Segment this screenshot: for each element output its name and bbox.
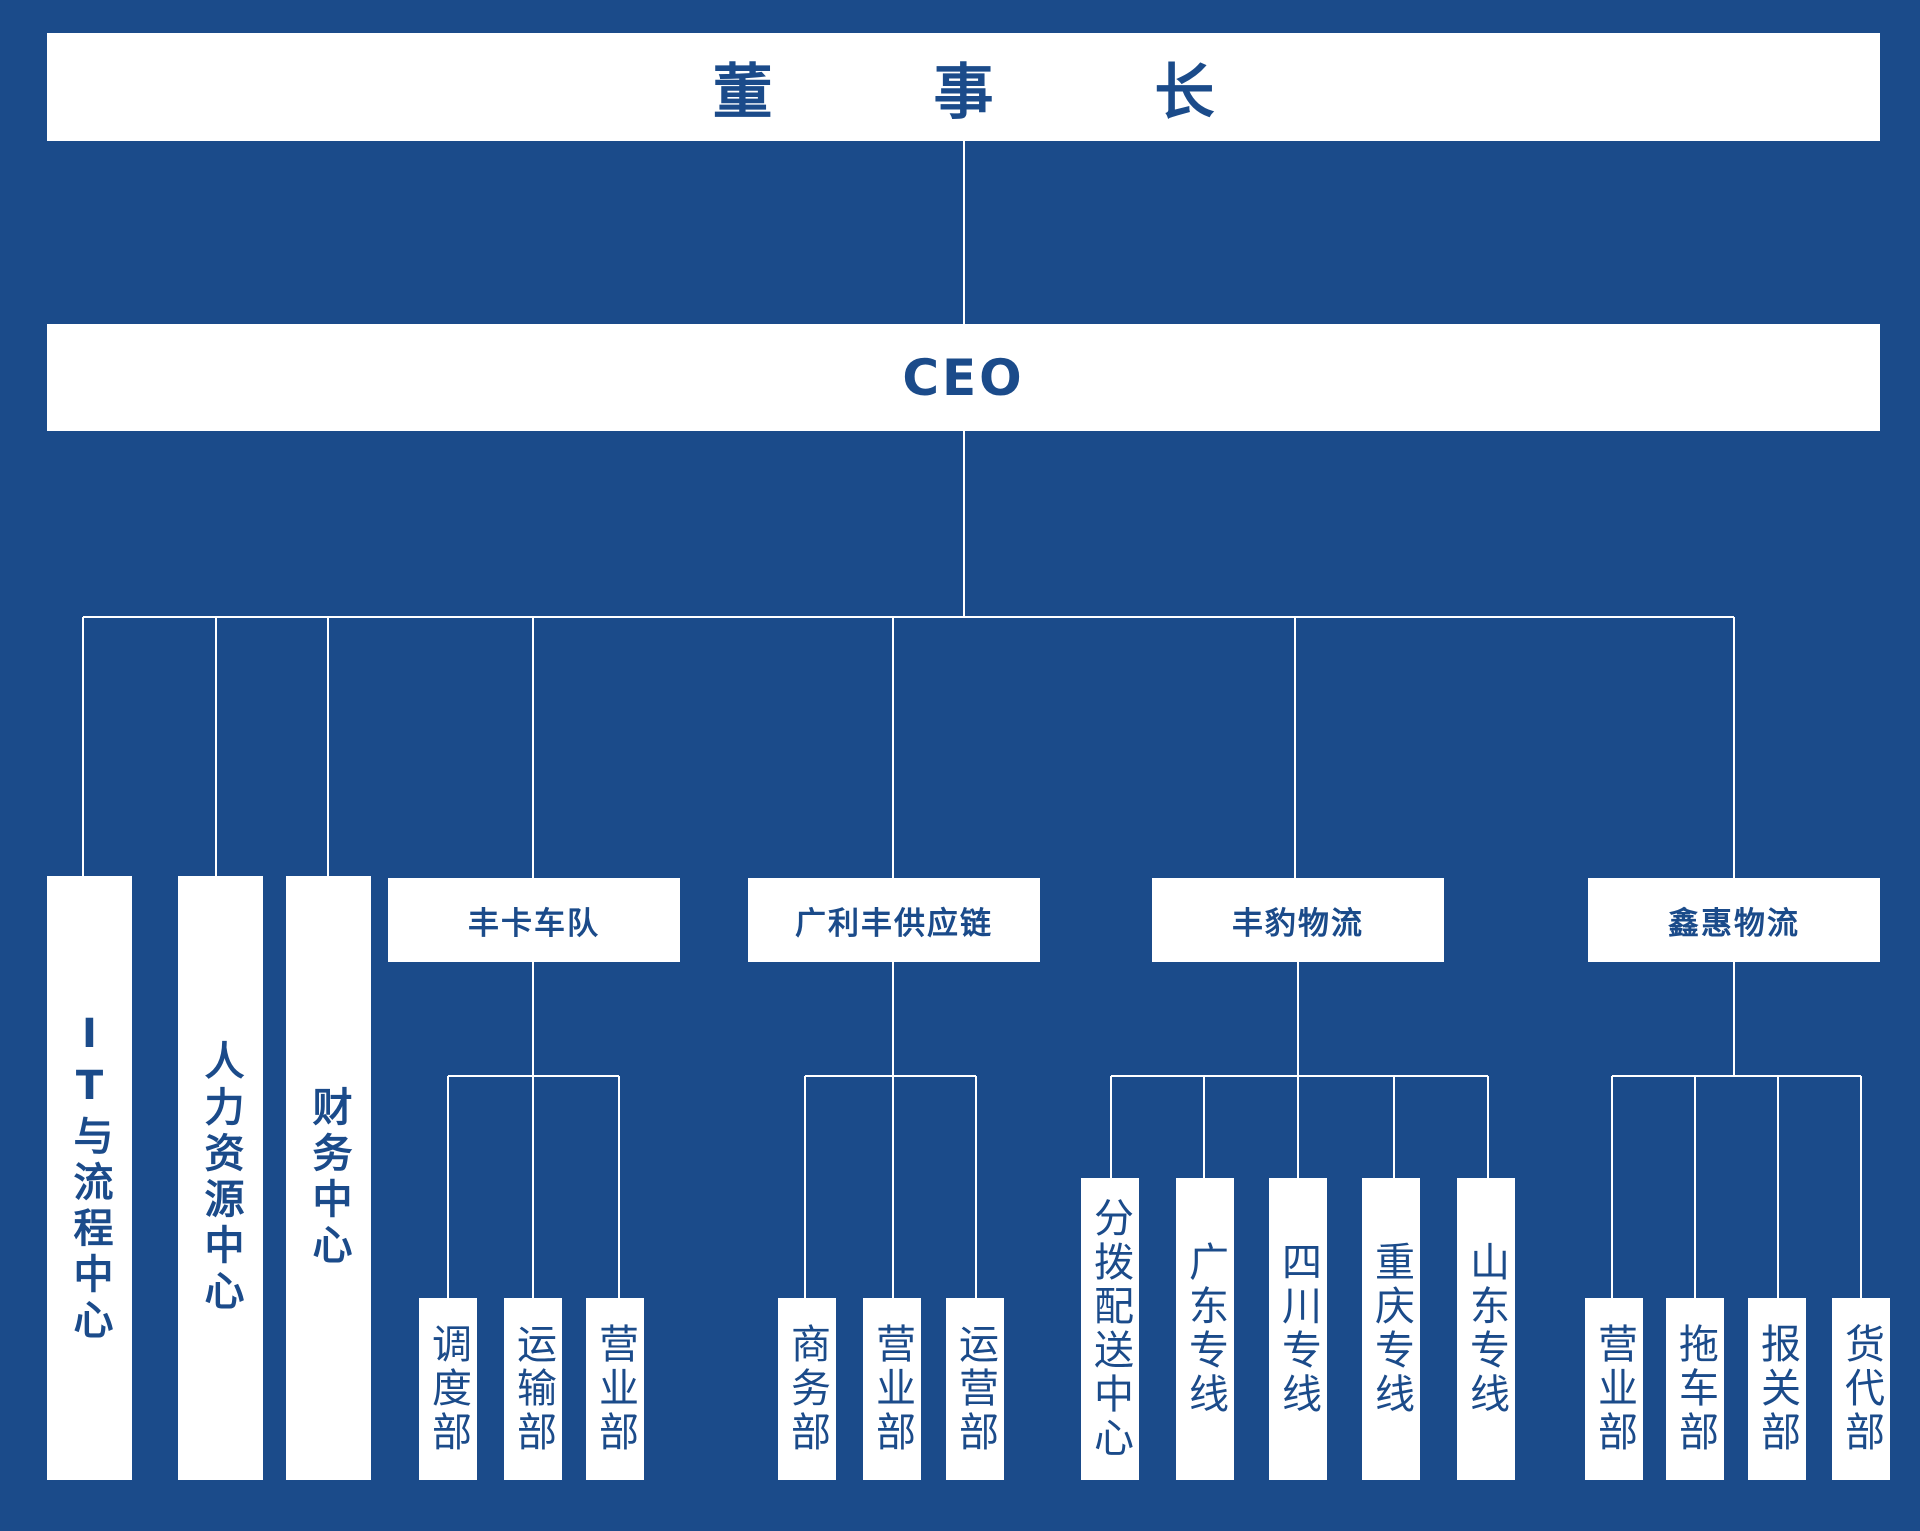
center-label: 人力资源中心 xyxy=(197,1040,244,1316)
dept-box: 广东专线 xyxy=(1176,1178,1234,1480)
center-label: 财务中心 xyxy=(305,1086,352,1270)
dept-label: 营业部 xyxy=(592,1323,638,1455)
ceo-label: CEO xyxy=(902,348,1025,407)
group-box-fengbao-logistics: 丰豹物流 xyxy=(1152,878,1444,962)
ceo-box: CEO xyxy=(47,324,1880,431)
dept-label: 报关部 xyxy=(1754,1323,1800,1455)
group-box-fengka-fleet: 丰卡车队 xyxy=(388,878,680,962)
dept-box: 拖车部 xyxy=(1666,1298,1724,1480)
dept-box: 调度部 xyxy=(419,1298,477,1480)
dept-label: 拖车部 xyxy=(1672,1323,1718,1455)
dept-box: 分拨配送中心 xyxy=(1081,1178,1139,1480)
dept-box: 重庆专线 xyxy=(1362,1178,1420,1480)
dept-box: 运营部 xyxy=(946,1298,1004,1480)
dept-label: 重庆专线 xyxy=(1368,1241,1414,1417)
group-box-xinhui-logistics: 鑫惠物流 xyxy=(1588,878,1880,962)
dept-label: 商务部 xyxy=(784,1323,830,1455)
dept-box: 运输部 xyxy=(504,1298,562,1480)
dept-box: 货代部 xyxy=(1832,1298,1890,1480)
group-label: 鑫惠物流 xyxy=(1668,905,1800,942)
group-box-guanglifeng-supply-chain: 广利丰供应链 xyxy=(748,878,1040,962)
center-hr: 人力资源中心 xyxy=(178,876,263,1480)
dept-box: 营业部 xyxy=(1585,1298,1643,1480)
group-label: 丰豹物流 xyxy=(1232,905,1364,942)
dept-label: 山东专线 xyxy=(1463,1241,1509,1417)
dept-label: 运输部 xyxy=(510,1323,556,1455)
group-label: 丰卡车队 xyxy=(468,905,600,942)
dept-label: 分拨配送中心 xyxy=(1087,1197,1133,1461)
dept-box: 营业部 xyxy=(863,1298,921,1480)
dept-label: 四川专线 xyxy=(1275,1241,1321,1417)
dept-box: 商务部 xyxy=(778,1298,836,1480)
dept-box: 报关部 xyxy=(1748,1298,1806,1480)
dept-box: 山东专线 xyxy=(1457,1178,1515,1480)
dept-label: 货代部 xyxy=(1838,1323,1884,1455)
dept-label: 营业部 xyxy=(869,1323,915,1455)
center-finance: 财务中心 xyxy=(286,876,371,1480)
dept-label: 营业部 xyxy=(1591,1323,1637,1455)
dept-label: 广东专线 xyxy=(1182,1241,1228,1417)
chairman-label: 董 事 长 xyxy=(712,57,1285,128)
dept-box: 四川专线 xyxy=(1269,1178,1327,1480)
chairman-box: 董 事 长 xyxy=(47,33,1880,141)
dept-box: 营业部 xyxy=(586,1298,644,1480)
center-label: IT与流程中心 xyxy=(66,1011,113,1345)
dept-label: 调度部 xyxy=(425,1323,471,1455)
center-it-process: IT与流程中心 xyxy=(47,876,132,1480)
group-label: 广利丰供应链 xyxy=(795,905,993,942)
dept-label: 运营部 xyxy=(952,1323,998,1455)
